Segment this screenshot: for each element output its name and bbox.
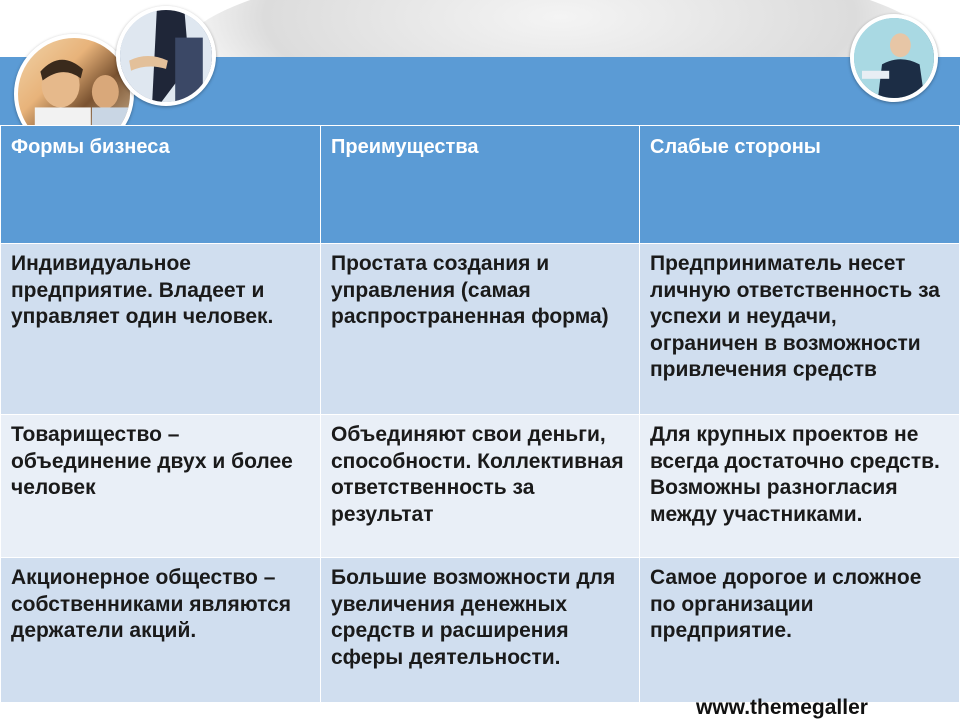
form-cell: Товарищество – объединение двух и более …	[0, 414, 321, 558]
weaknesses-cell: Для крупных проектов не всегда достаточн…	[639, 414, 960, 558]
business-forms-table: Формы бизнеса Преимущества Слабые сторон…	[0, 125, 960, 703]
footer-url: www.themegaller	[696, 696, 868, 719]
handshake-photo	[116, 6, 216, 106]
table-row: Индивидуальное предприятие. Владеет и уп…	[0, 243, 960, 415]
header-cell-weaknesses: Слабые стороны	[639, 125, 960, 244]
header-cell-forms: Формы бизнеса	[0, 125, 321, 244]
header-cell-advantages: Преимущества	[320, 125, 640, 244]
advantages-cell: Простата создания и управления (самая ра…	[320, 243, 640, 415]
table-row: Акционерное общество –собственниками явл…	[0, 557, 960, 703]
weaknesses-cell: Предприниматель несет личную ответственн…	[639, 243, 960, 415]
form-cell: Индивидуальное предприятие. Владеет и уп…	[0, 243, 321, 415]
table-header-row: Формы бизнеса Преимущества Слабые сторон…	[0, 125, 960, 244]
advantages-cell: Большие возможности для увеличения денеж…	[320, 557, 640, 703]
businessman-photo	[850, 14, 938, 102]
advantages-cell: Объединяют свои деньги, способности. Кол…	[320, 414, 640, 558]
form-cell: Акционерное общество –собственниками явл…	[0, 557, 321, 703]
weaknesses-cell: Самое дорогое и сложное по организации п…	[639, 557, 960, 703]
table-row: Товарищество – объединение двух и более …	[0, 414, 960, 558]
